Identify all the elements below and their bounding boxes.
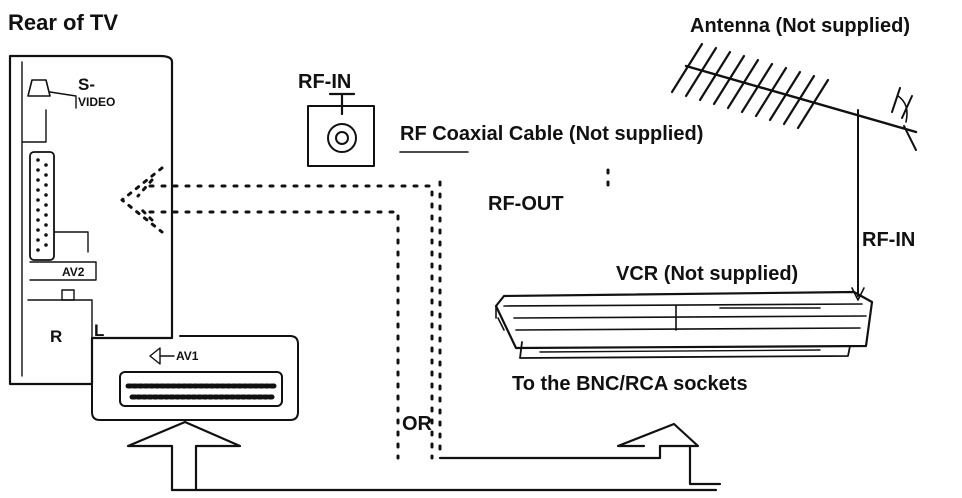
bottom-cable-and-arrows: [126, 420, 722, 492]
av1-label: AV1: [176, 349, 199, 363]
dotted-arrowhead: [120, 166, 164, 234]
rear-of-tv-label: Rear of TV: [8, 10, 119, 35]
bnc-rca-label: To the BNC/RCA sockets: [512, 373, 748, 395]
or-label: OR: [402, 413, 432, 435]
vcr-label: VCR (Not supplied): [616, 263, 799, 285]
r-label: R: [50, 327, 63, 346]
vcr-device: [494, 290, 874, 359]
tv-rf-in-socket: [307, 92, 469, 167]
l-label: L: [94, 321, 105, 340]
av2-pins: [36, 158, 48, 252]
rf-out-label: RF-OUT: [488, 193, 564, 215]
antenna-label: Antenna (Not supplied): [690, 15, 910, 37]
vcr-rf-in-label: RF-IN: [862, 229, 916, 251]
tv-rf-in-label: RF-IN: [298, 71, 352, 93]
av1-scart-box: [91, 335, 299, 421]
s-video-label-line2: VIDEO: [78, 95, 116, 109]
av2-label: AV2: [62, 265, 85, 279]
dotted-cables: [148, 168, 610, 460]
antenna: [670, 42, 918, 301]
rf-coaxial-cable-label: RF Coaxial Cable (Not supplied): [400, 123, 704, 145]
s-video-label-line1: S-: [78, 75, 95, 94]
